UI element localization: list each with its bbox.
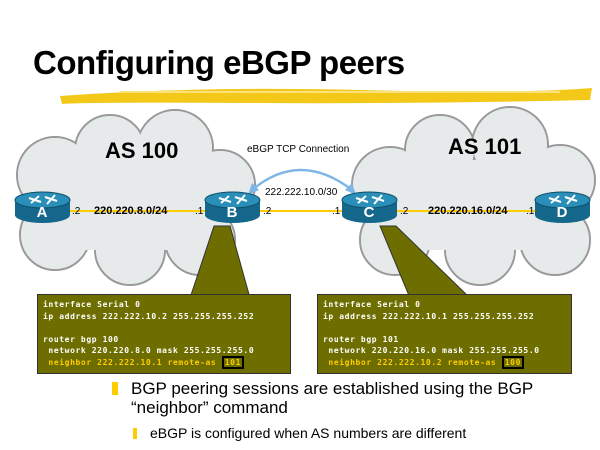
bullet-main: BGP peering sessions are established usi… bbox=[131, 379, 533, 417]
config-line: interface Serial 0 bbox=[43, 300, 141, 309]
iface-d: .1 bbox=[526, 206, 535, 217]
remote-as-highlight: 101 bbox=[221, 355, 244, 369]
config-line: router bgp 100 bbox=[43, 334, 119, 344]
router-d-label: D bbox=[556, 204, 568, 221]
router-a-icon bbox=[14, 191, 71, 223]
network-middle: 222.222.10.0/30 bbox=[265, 187, 338, 198]
iface-b-right: .2 bbox=[263, 206, 272, 217]
network-left: 220.220.8.0/24 bbox=[94, 205, 168, 217]
bullet-sub: eBGP is configured when AS numbers are d… bbox=[150, 425, 467, 441]
bullet-icon bbox=[112, 382, 118, 395]
router-c-icon bbox=[341, 191, 398, 223]
config-line: router bgp 101 bbox=[323, 334, 399, 344]
router-c-label: C bbox=[363, 204, 375, 221]
router-d-icon bbox=[534, 191, 591, 223]
config-line: network 220.220.8.0 mask 255.255.255.0 bbox=[43, 346, 255, 355]
iface-c-left: .1 bbox=[332, 206, 341, 217]
config-line: ip address 222.222.10.2 255.255.255.252 bbox=[43, 311, 255, 321]
router-a-label: A bbox=[36, 204, 48, 221]
config-line: interface Serial 0 bbox=[323, 300, 421, 309]
neighbor-line: neighbor 222.222.10.2 remote-as bbox=[323, 357, 502, 367]
ebgp-arrow-icon bbox=[251, 168, 353, 191]
sub-bullet-icon bbox=[133, 428, 137, 439]
iface-b-left: .1 bbox=[195, 206, 204, 217]
cloud-as-100 bbox=[16, 109, 256, 286]
config-line: ip address 222.222.10.1 255.255.255.252 bbox=[323, 311, 535, 321]
connection-label: eBGP TCP Connection bbox=[247, 144, 350, 155]
neighbor-line: neighbor 222.222.10.1 remote-as bbox=[43, 357, 222, 367]
network-right: 220.220.16.0/24 bbox=[428, 205, 508, 217]
router-b-icon bbox=[204, 191, 261, 223]
router-c-config: interface Serial 0 ip address 222.222.10… bbox=[317, 294, 572, 374]
router-b-config: interface Serial 0 ip address 222.222.10… bbox=[37, 294, 291, 374]
as-101-label: AS 101 bbox=[448, 134, 522, 159]
config-line: network 220.220.16.0 mask 255.255.255.0 bbox=[323, 346, 540, 355]
router-b-label: B bbox=[226, 204, 238, 221]
iface-c-right: .2 bbox=[400, 206, 409, 217]
as-100-label: AS 100 bbox=[105, 138, 179, 163]
remote-as-highlight: 100 bbox=[501, 355, 524, 369]
iface-a: .2 bbox=[72, 206, 81, 217]
slide-title: Configuring eBGP peers bbox=[33, 44, 405, 81]
title-underline-brush bbox=[60, 88, 592, 104]
